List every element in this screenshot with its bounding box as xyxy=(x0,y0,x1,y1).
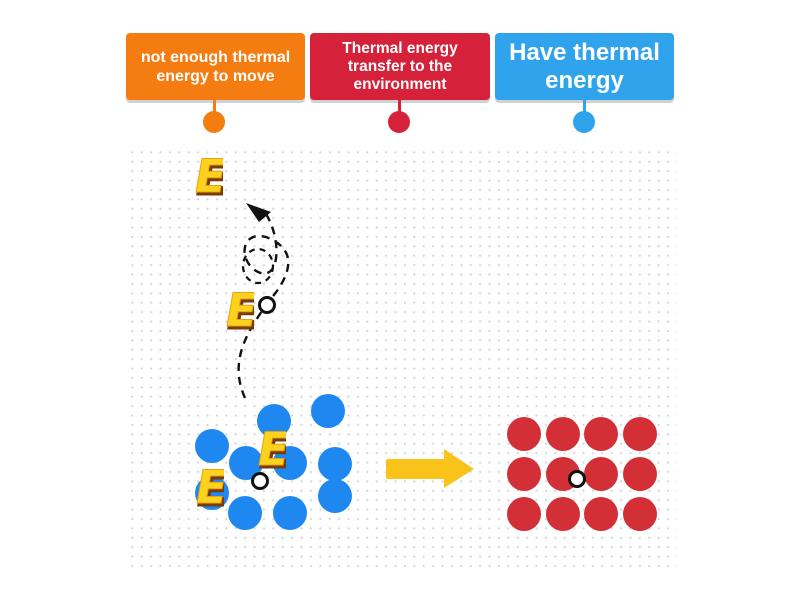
particle xyxy=(507,417,541,451)
label-text: Have thermal energy xyxy=(509,38,660,94)
particle xyxy=(229,446,263,480)
particle xyxy=(546,497,580,531)
label-connector-stem xyxy=(583,100,586,114)
label-connector-stem xyxy=(213,100,216,114)
particle xyxy=(584,497,618,531)
label-tile-have-thermal-energy[interactable]: Have thermal energy xyxy=(495,33,674,100)
arrowhead-icon xyxy=(246,203,271,222)
dashed-circle xyxy=(241,247,275,285)
label-pin-red[interactable] xyxy=(388,111,410,133)
transition-arrow-icon xyxy=(386,449,474,488)
drop-target-hotspot[interactable] xyxy=(251,472,269,490)
label-connector-stem xyxy=(398,100,401,114)
drop-target-hotspot[interactable] xyxy=(568,470,586,488)
label-pin-blue[interactable] xyxy=(573,111,595,133)
drop-target-hotspot[interactable] xyxy=(258,296,276,314)
particle xyxy=(311,394,345,428)
particle xyxy=(318,479,352,513)
label-tile-not-enough-thermal-energy[interactable]: not enough thermal energy to move xyxy=(126,33,305,100)
particle xyxy=(507,497,541,531)
particle xyxy=(228,496,262,530)
particle xyxy=(546,417,580,451)
particle xyxy=(623,457,657,491)
label-text: Thermal energy transfer to the environme… xyxy=(342,39,458,93)
particle xyxy=(623,497,657,531)
particle xyxy=(584,457,618,491)
particle xyxy=(195,429,229,463)
particle xyxy=(623,417,657,451)
particle xyxy=(318,447,352,481)
label-text: not enough thermal energy to move xyxy=(140,48,291,85)
label-pin-orange[interactable] xyxy=(203,111,225,133)
label-tile-thermal-energy-transfer[interactable]: Thermal energy transfer to the environme… xyxy=(310,33,490,100)
particle xyxy=(507,457,541,491)
particle xyxy=(273,496,307,530)
particle xyxy=(584,417,618,451)
